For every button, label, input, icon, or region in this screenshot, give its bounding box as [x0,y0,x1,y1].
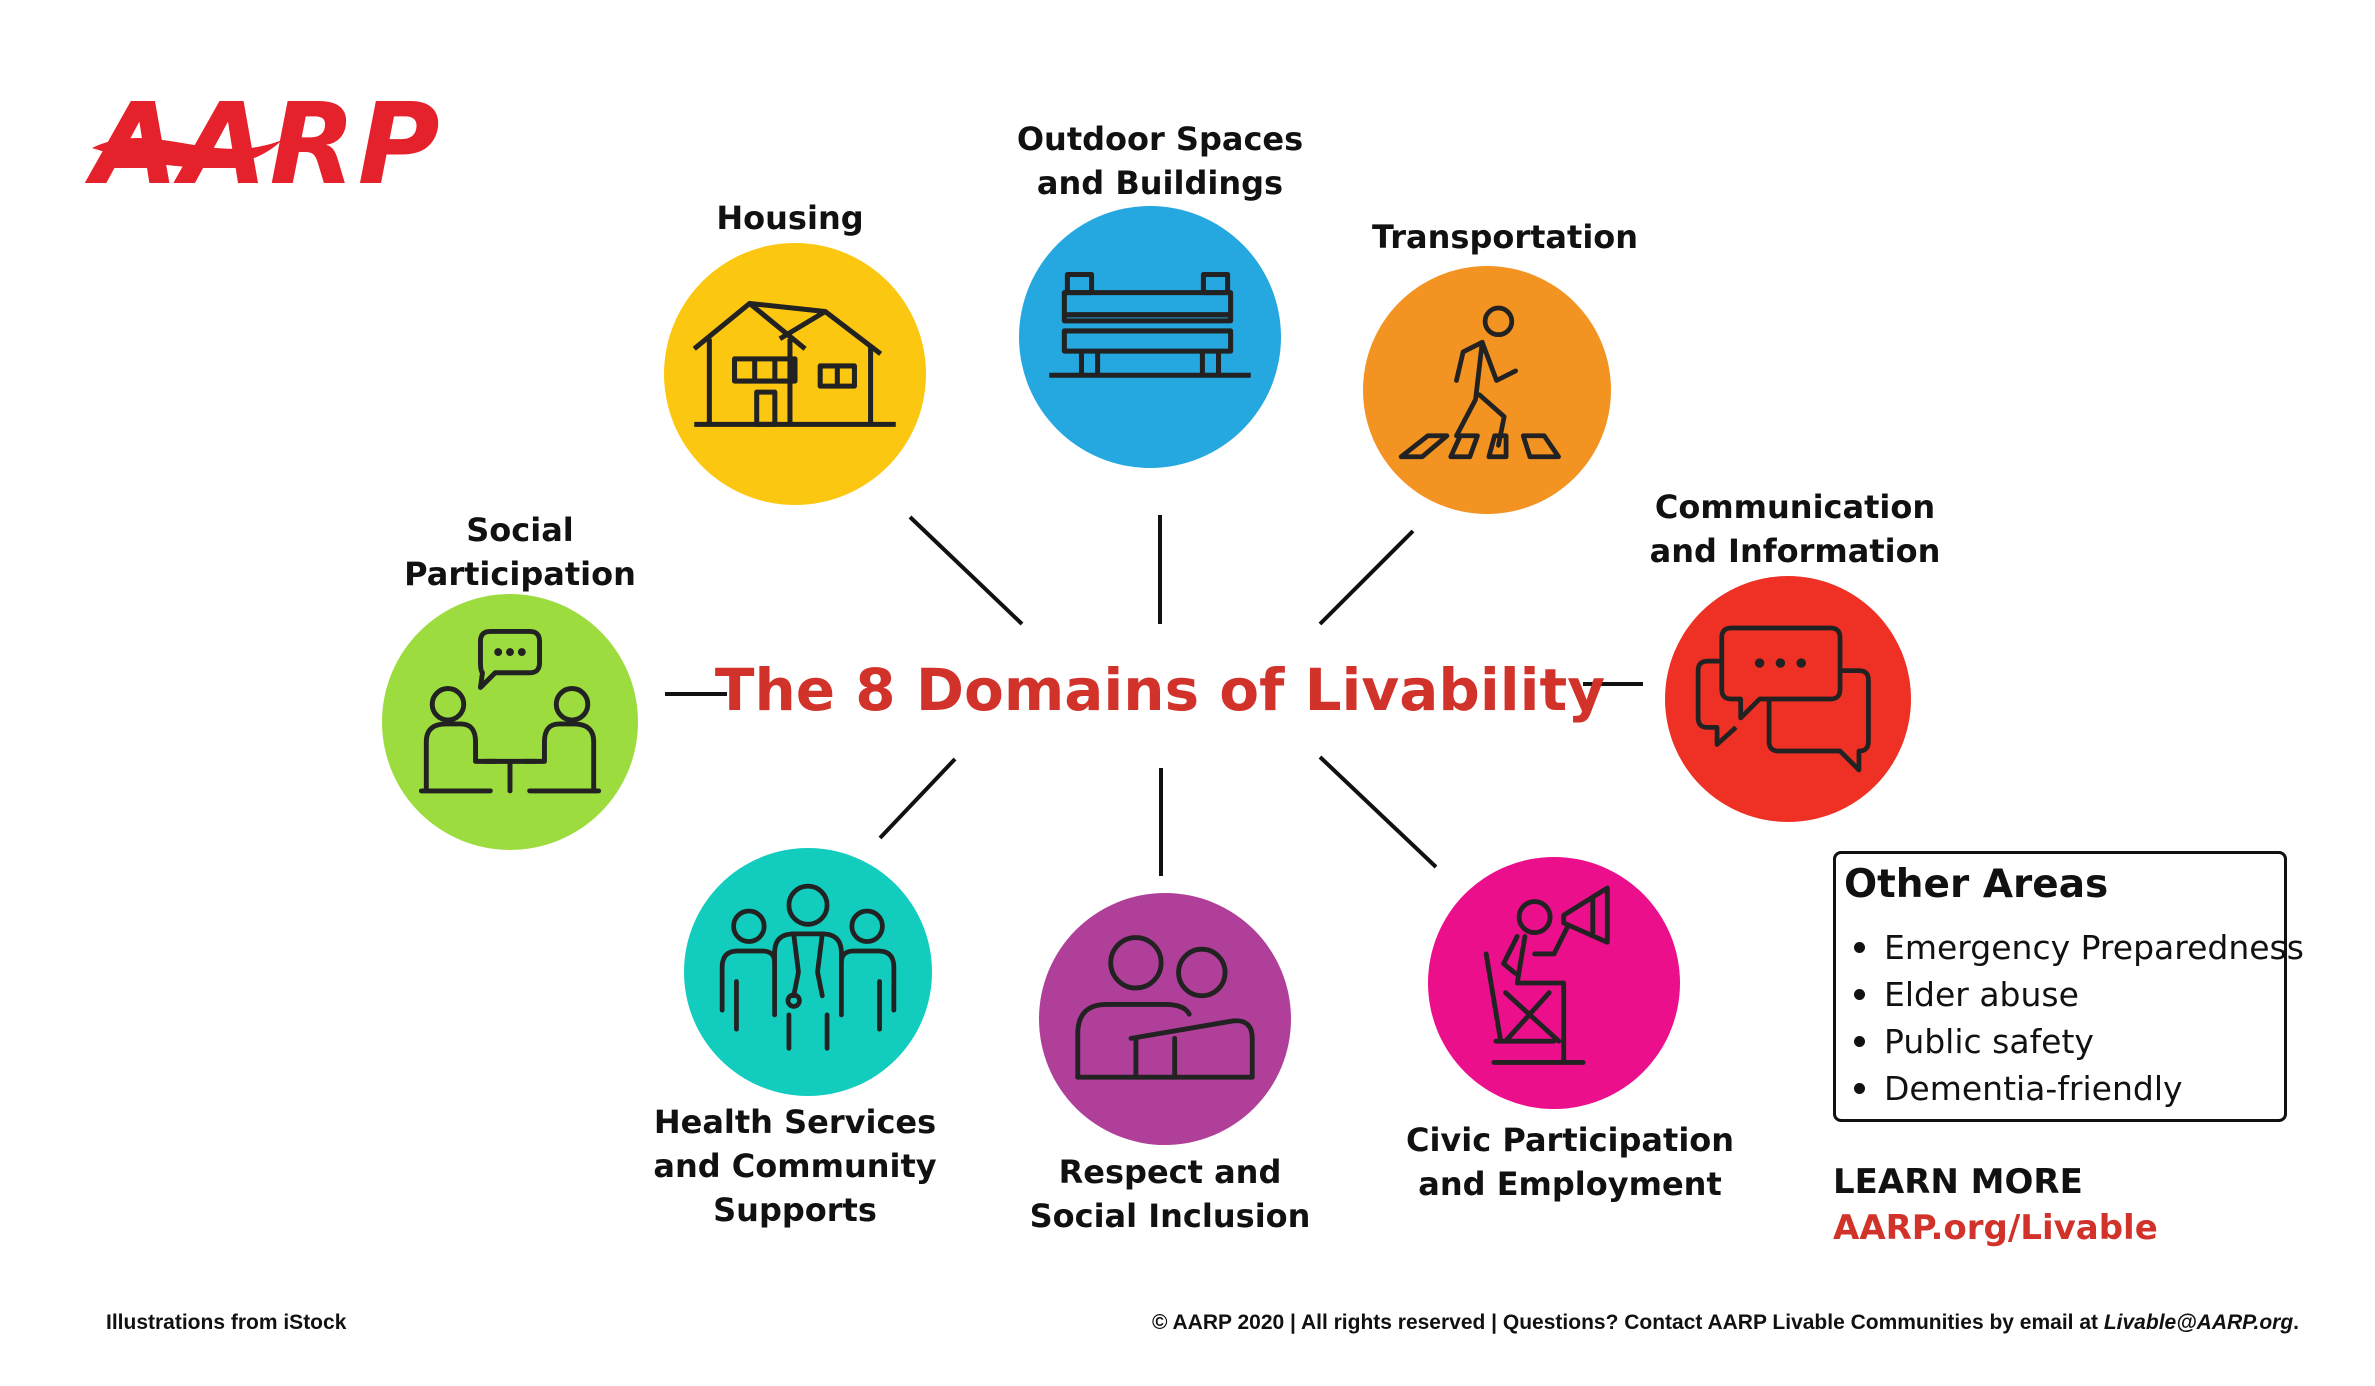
learn-more-heading: LEARN MORE [1833,1162,2083,1202]
domain-circle-outdoor [1019,206,1281,468]
spoke-transportation [1318,529,1415,626]
domain-label-housing: Housing [716,199,864,237]
center-title: The 8 Domains of Livability [714,656,1606,724]
bullet-icon [1854,942,1865,953]
footer-copyright: © AARP 2020 | All rights reserved | Ques… [1151,1311,2299,1334]
footer-email-link[interactable]: Livable@AARP.org [2103,1311,2294,1334]
learn-more-link[interactable]: AARP.org/Livable [1833,1208,2158,1248]
healthcare-team-icon [719,883,897,1051]
aarp-logo-text: AARP [92,80,442,210]
spoke-health [878,757,957,840]
chat-bubbles-icon [1695,625,1871,773]
domain-circle-civic [1428,857,1680,1109]
conversation-icon [418,628,602,794]
list-item: Dementia-friendly [1836,1065,2304,1112]
domain-circle-communication [1665,576,1911,822]
bullet-icon [1854,1083,1865,1094]
bullet-icon [1854,1036,1865,1047]
domain-label-communication: Communication and Information [1649,488,1941,570]
bench-icon [1049,272,1251,378]
domain-label-health: Health Services and Community Supports [653,1103,937,1229]
other-areas-list: Emergency Preparedness Elder abuse Publi… [1836,924,2304,1112]
spoke-civic [1318,755,1438,869]
domain-label-outdoor: Outdoor Spaces and Buildings [1016,120,1304,202]
domain-circle-respect [1039,893,1291,1145]
aarp-logo: AARP [92,80,512,210]
pedestrian-crossing-icon [1398,305,1561,460]
aarp-logo-swoosh [92,138,282,168]
domain-circle-health [684,848,932,1096]
footer-credit: Illustrations from iStock [106,1311,347,1334]
domain-label-social: Social Participation [404,511,636,593]
domain-label-civic: Civic Participation and Employment [1405,1121,1735,1203]
megaphone-speaker-icon [1483,885,1610,1065]
spoke-housing [908,515,1024,626]
other-areas-box: Other Areas Emergency Preparedness Elder… [1833,851,2304,1122]
list-item: Public safety [1836,1018,2304,1065]
domain-circle-housing [664,243,926,505]
list-item: Emergency Preparedness [1836,924,2304,971]
domain-circle-social [382,594,638,850]
list-item: Elder abuse [1836,971,2304,1018]
domain-label-transportation: Transportation [1371,218,1639,256]
embrace-icon [1075,935,1255,1080]
domain-label-respect: Respect and Social Inclusion [1029,1153,1311,1235]
bullet-icon [1854,989,1865,1000]
house-icon [692,300,896,427]
domain-circle-transportation [1363,266,1611,514]
other-areas-title: Other Areas [1844,862,2109,907]
